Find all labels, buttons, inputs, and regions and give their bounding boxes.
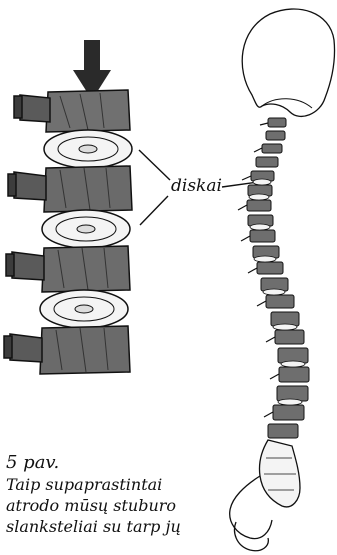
vertebra-stack	[4, 40, 132, 374]
caption-line: atrodo mūsų stuburo	[6, 495, 246, 516]
spinal-column	[247, 118, 309, 438]
disc-2	[42, 210, 130, 248]
vertebra-1	[14, 90, 130, 132]
vertebra-3	[6, 246, 130, 292]
vertebra-4	[4, 326, 130, 374]
head-outline	[242, 9, 334, 116]
discs-label: diskai	[171, 176, 222, 196]
caption-number: 5 pav.	[6, 452, 246, 473]
caption-line: Taip supaprastintai	[6, 474, 246, 495]
disc-1	[44, 130, 132, 168]
caption-line: slanksteliai su tarp jų	[6, 516, 246, 537]
vertebra-2	[8, 166, 132, 212]
sacrum	[259, 440, 300, 507]
disc-3	[40, 290, 128, 328]
figure-caption: 5 pav. Taip supaprastintai atrodo mūsų s…	[6, 452, 246, 537]
